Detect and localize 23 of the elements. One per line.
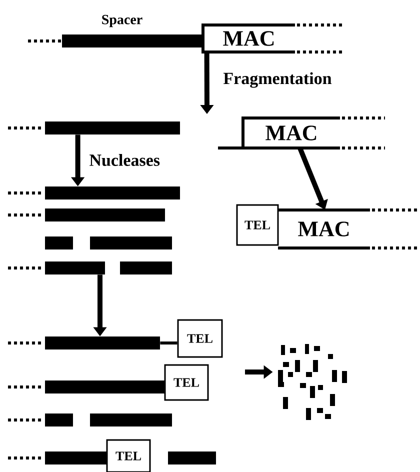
connector-line <box>160 342 178 344</box>
edge-label: Nucleases <box>88 153 162 167</box>
dna-bar <box>90 236 172 250</box>
tel-box: TEL <box>106 439 151 472</box>
region-label: MAC <box>298 222 349 236</box>
dna-bar <box>45 236 73 250</box>
dna-bar <box>45 122 180 134</box>
region-label: MAC <box>223 31 274 46</box>
region-label: MAC <box>266 126 316 140</box>
dna-bar <box>45 208 165 222</box>
dna-bar <box>168 452 216 464</box>
dna-bar <box>90 414 172 426</box>
dna-bar <box>45 262 105 274</box>
fragment-cluster-drawing <box>278 344 347 420</box>
tel-box: TEL <box>177 319 223 358</box>
dna-bar <box>45 380 165 394</box>
dna-bar <box>120 262 172 274</box>
dna-bar <box>45 414 73 426</box>
dna-bar <box>45 452 107 464</box>
dna-bar <box>62 34 203 48</box>
tel-box: TEL <box>236 204 279 246</box>
tel-box: TEL <box>164 364 209 401</box>
edge-label: Fragmentation <box>222 71 333 89</box>
